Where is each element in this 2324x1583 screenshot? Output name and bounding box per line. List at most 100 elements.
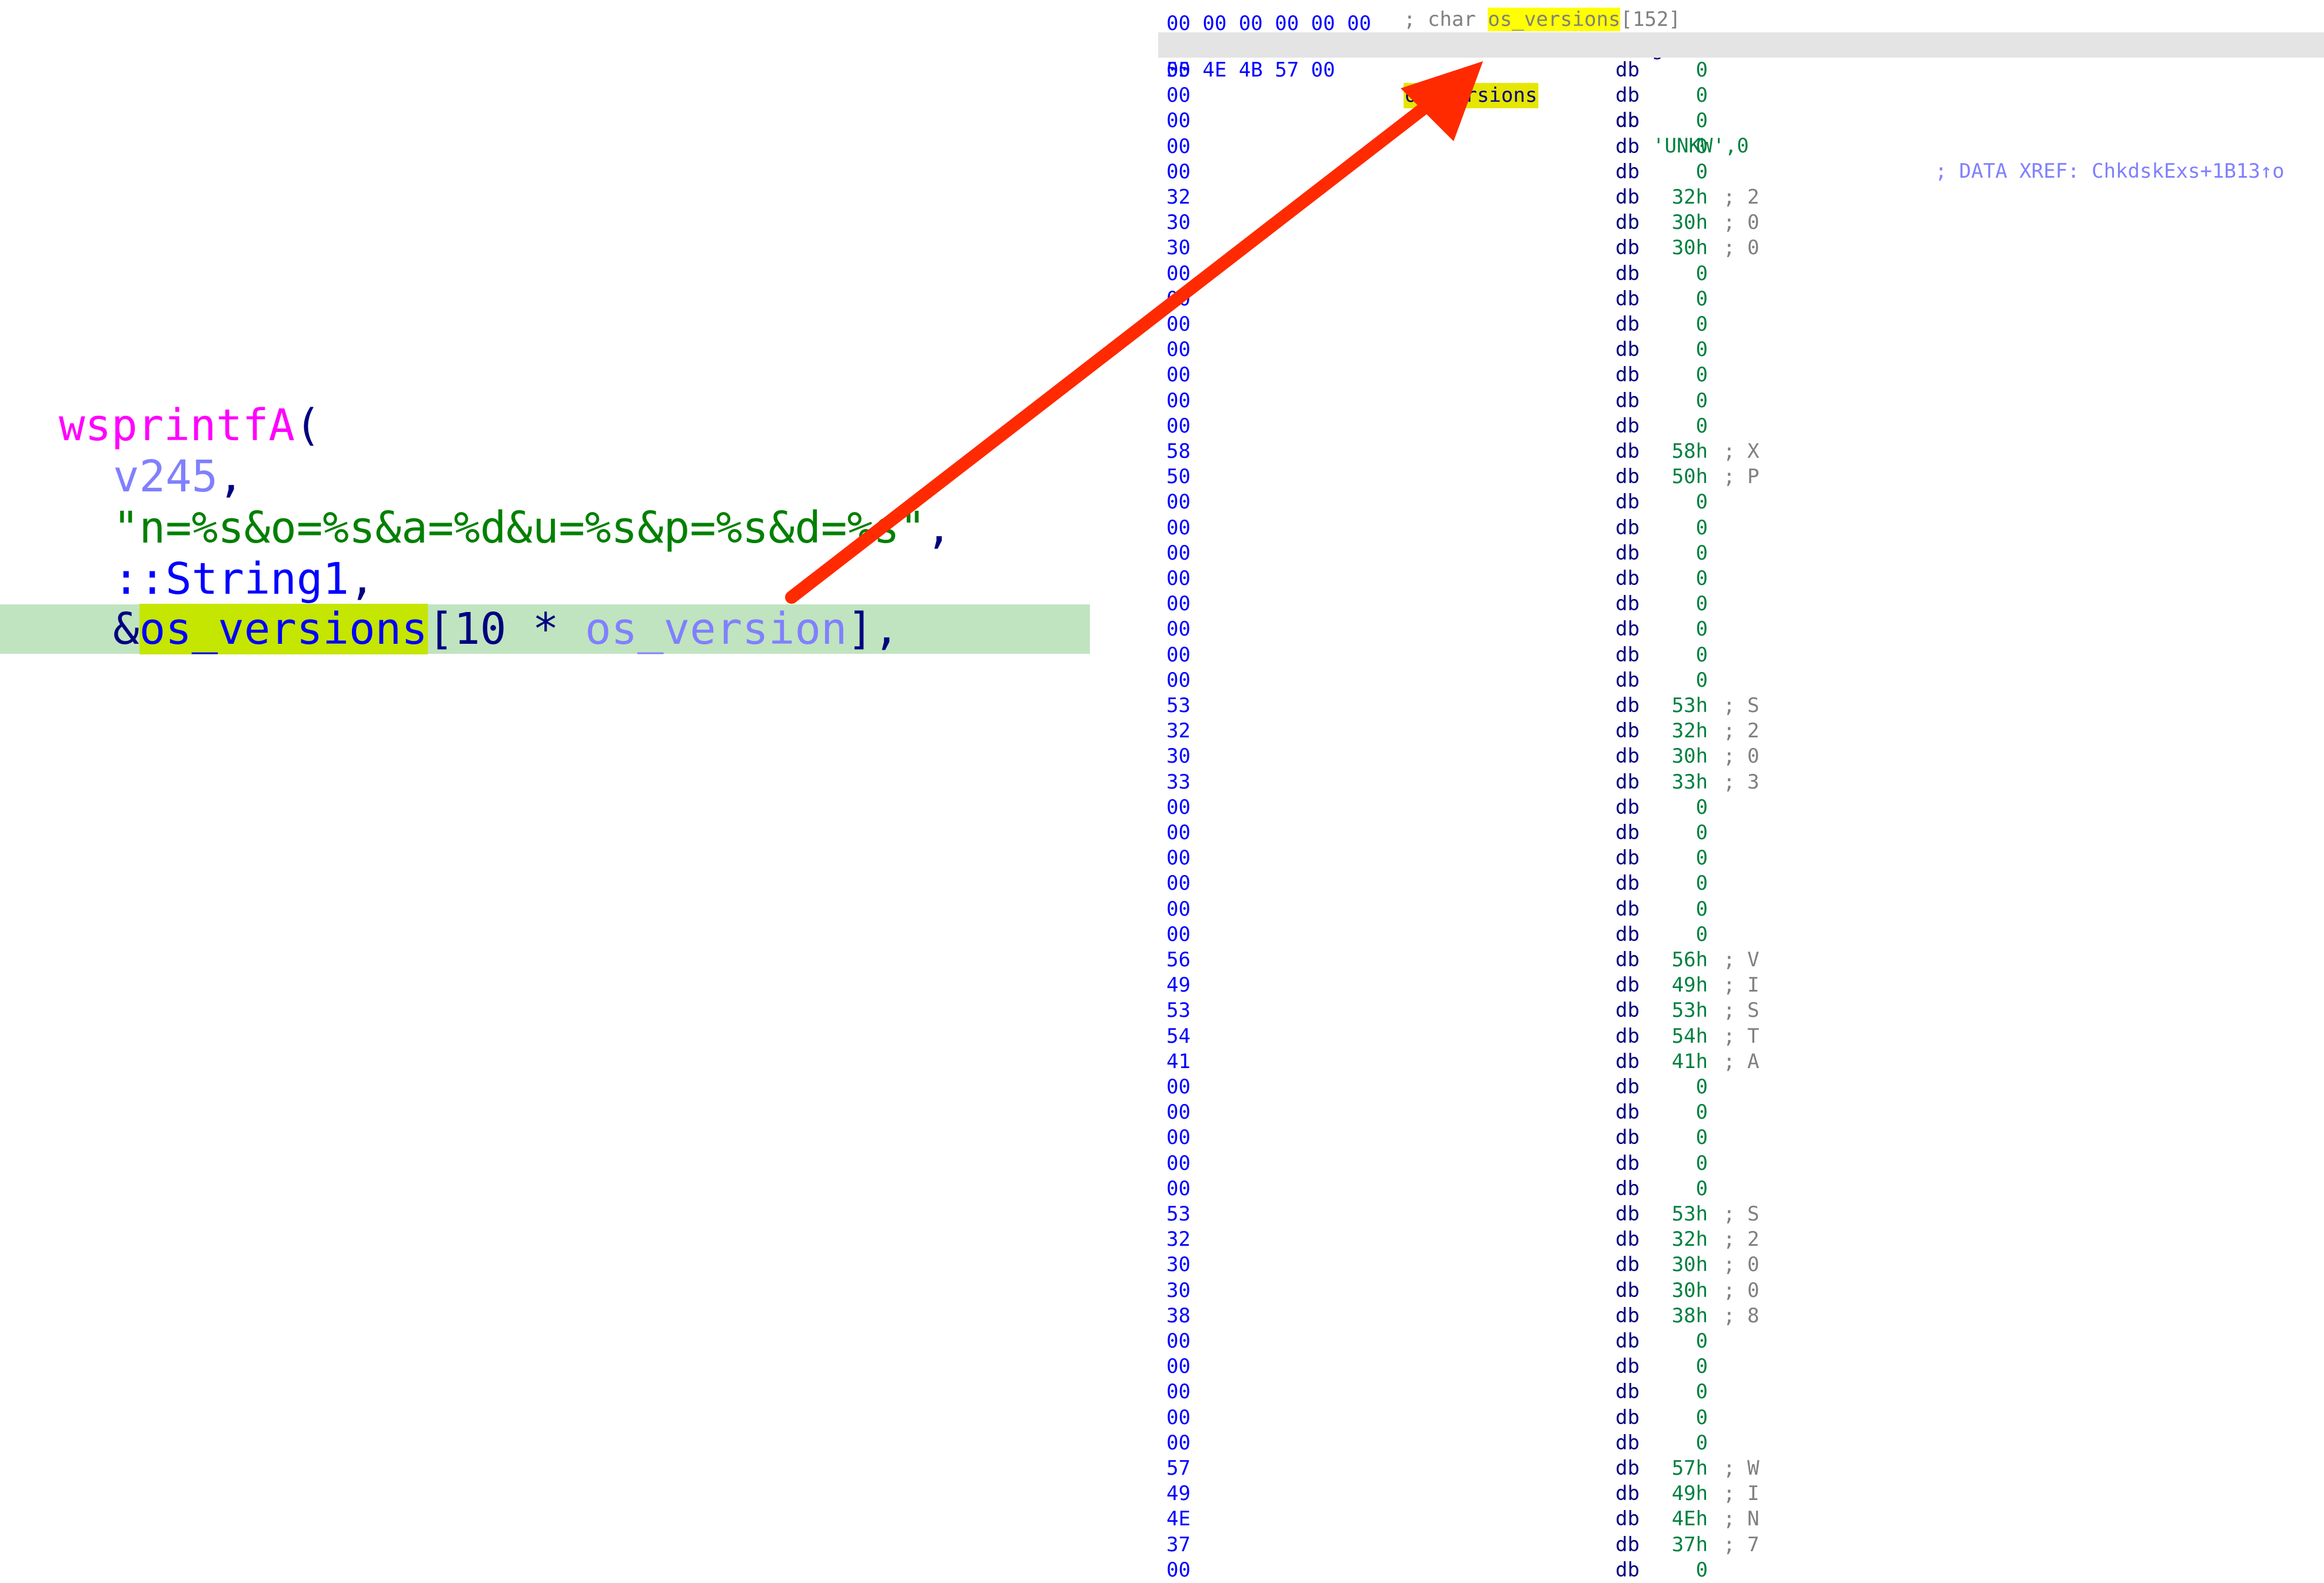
value: 56h xyxy=(1671,948,1708,972)
char-comment: ; 0 xyxy=(1723,1278,1760,1302)
format-string[interactable]: "n=%s&o=%s&a=%d&u=%s&p=%s&d=%s" xyxy=(113,503,926,553)
os-versions-reference[interactable]: os_versions xyxy=(139,604,428,654)
bytes: 00 xyxy=(1166,312,1191,336)
bytes: 37 xyxy=(1166,1532,1191,1557)
value: 0 xyxy=(1695,872,1708,896)
xref-comment[interactable]: ; DATA XREF: ChkdskExs+1B13↑o xyxy=(1935,159,2285,183)
char-comment: ; 0 xyxy=(1723,236,1760,260)
bytes: 32 xyxy=(1166,1228,1191,1252)
variable-v245[interactable]: v245 xyxy=(113,451,218,502)
op: db xyxy=(1615,922,1640,946)
op: db xyxy=(1615,1329,1640,1353)
char-comment: ; X xyxy=(1723,440,1760,463)
function-name[interactable]: wsprintfA xyxy=(59,400,295,451)
op: db xyxy=(1615,795,1640,819)
address-of: & xyxy=(113,604,139,654)
value: 32h xyxy=(1671,185,1708,209)
op: db xyxy=(1615,1176,1640,1200)
value: 0 xyxy=(1695,1355,1708,1379)
bytes: 00 xyxy=(1166,1380,1191,1404)
bytes: 00 xyxy=(1166,58,1191,82)
disasm-row-current[interactable]: 55 4E 4B 57 00 os_versions db 'UNKW',0 ;… xyxy=(1158,32,2324,183)
op: db xyxy=(1615,414,1640,438)
char: 0 xyxy=(1747,236,1760,260)
op: db xyxy=(1615,1482,1640,1506)
global-string1[interactable]: ::String1 xyxy=(113,554,349,604)
code-line-call: wsprintfA( xyxy=(59,400,321,451)
op: db xyxy=(1615,643,1640,667)
bytes: 32 xyxy=(1166,185,1191,209)
value: 0 xyxy=(1695,1405,1708,1429)
char-comment: ; A xyxy=(1723,1049,1760,1073)
os-version-variable[interactable]: os_version xyxy=(584,604,847,654)
disassembly-pane[interactable]: 00 00 00 00 00 00 align 10h ; char os_ve… xyxy=(1158,0,2324,1582)
bytes: 00 xyxy=(1166,338,1191,362)
op: db xyxy=(1615,897,1640,921)
pseudocode-pane[interactable]: wsprintfA( v245, "n=%s&o=%s&a=%d&u=%s&p=… xyxy=(0,0,1118,1569)
op: db xyxy=(1615,84,1640,108)
char: 3 xyxy=(1747,770,1760,794)
disasm-row-partial[interactable]: 00 00 00 00 00 00 align 10h xyxy=(1158,0,2324,61)
